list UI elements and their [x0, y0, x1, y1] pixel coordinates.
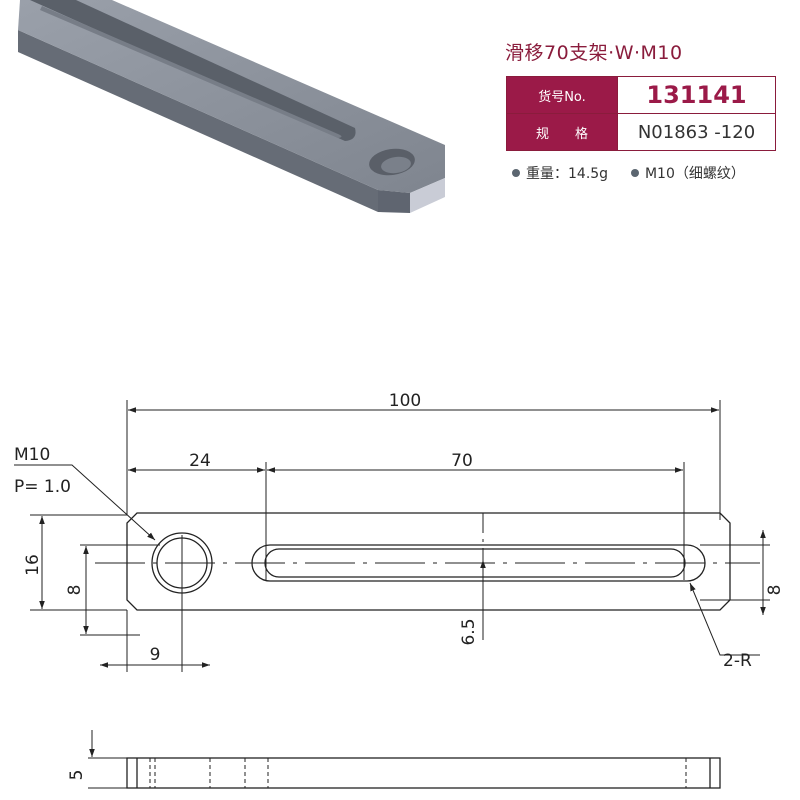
dim-hole-position: 9	[150, 645, 161, 665]
item-no-row: 货号No. 131141	[506, 76, 776, 114]
item-no-label: 货号No.	[506, 76, 618, 114]
dim-slot-length: 70	[451, 451, 473, 471]
dim-center-height: 8	[65, 585, 85, 596]
thread-note: M10（细螺纹）	[644, 166, 745, 182]
hole-3d-inner	[381, 156, 411, 174]
spec-row: 规 格 N01863 -120	[506, 113, 776, 151]
slot-3d-inner	[40, 6, 342, 138]
dim-center-height-right: 8	[765, 585, 785, 596]
dim-total-length: 100	[389, 391, 421, 411]
dim-thread-label: M10	[14, 445, 50, 465]
item-no-value: 131141	[617, 76, 776, 114]
spec-notes: 重量：14.5g M10（细螺纹）	[512, 163, 800, 183]
bar-end-face-light	[410, 178, 445, 213]
dim-hole-offset: 24	[189, 451, 211, 471]
leader-thread	[14, 464, 156, 541]
bar-end-face	[378, 190, 410, 213]
bar-top-face	[18, 0, 445, 193]
plan-view-outline	[126, 512, 731, 611]
dim-pitch-label: P= 1.0	[14, 477, 71, 497]
spec-label: 规 格	[506, 113, 618, 151]
dim-thickness: 5	[67, 770, 87, 781]
weight-note: 重量：14.5g	[526, 166, 609, 182]
bullet-icon	[512, 169, 520, 177]
slot-3d	[30, 0, 356, 141]
spec-value: N01863 -120	[617, 113, 776, 151]
dim-radius-label: 2-R	[723, 651, 752, 671]
spec-table: 货号No. 131141 规 格 N01863 -120	[506, 76, 776, 151]
leader-radius	[689, 582, 760, 656]
bar-side-face	[18, 30, 378, 212]
product-title: 滑移70支架·W·M10	[505, 42, 683, 64]
dim-slot-center: 6.5	[459, 618, 479, 645]
bullet-icon	[630, 169, 639, 177]
side-view-outline	[126, 757, 721, 789]
dim-height: 16	[23, 554, 43, 576]
